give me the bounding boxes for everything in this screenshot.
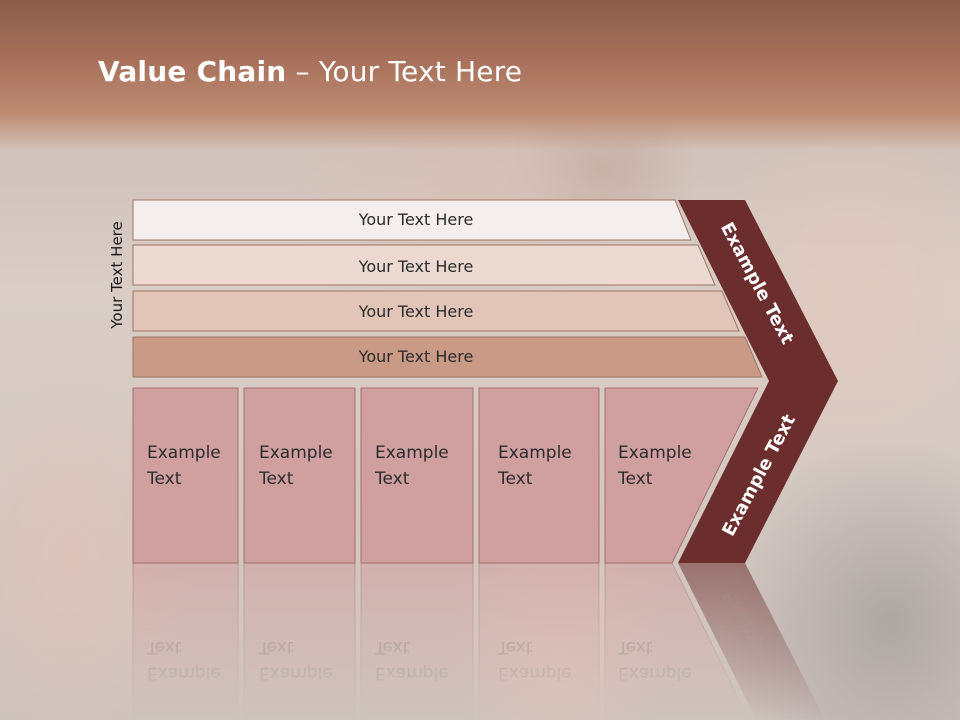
primary-activity-4-box: [478, 387, 600, 564]
support-row-4: Your Text Here: [132, 336, 763, 378]
primary-activity-2-line2: Text: [258, 469, 294, 489]
primary-activity-4: Example Text: [478, 387, 600, 564]
primary-activity-5-line1: Example: [618, 443, 692, 463]
support-row-1-shape: [132, 199, 692, 241]
reflection-text-5b: Text: [617, 637, 653, 657]
primary-activity-5-line2: Text: [617, 469, 653, 489]
support-row-2-shape: [132, 244, 716, 286]
reflection-text-2a: Example: [259, 663, 333, 683]
reflection-text-1a: Example: [147, 663, 221, 683]
reflection-text-4b: Text: [497, 637, 533, 657]
primary-activities: Example Text Example Text Example Text E…: [132, 387, 759, 564]
support-row-4-label: Your Text Here: [358, 347, 474, 366]
reflection-chevron: [678, 563, 826, 720]
support-rows: Your Text Here Your Text Here Your Text …: [132, 199, 763, 378]
reflection-box-4: [478, 562, 600, 720]
reflection: Example Text Example Text Example Text E…: [132, 562, 826, 720]
primary-activity-1: Example Text: [132, 387, 239, 564]
primary-activity-1-line1: Example: [147, 443, 221, 463]
slide-title: Value Chain – Your Text Here: [98, 55, 522, 88]
reflection-text-4a: Example: [498, 663, 572, 683]
reflection-box-5: [604, 562, 750, 720]
primary-activity-3-line2: Text: [374, 469, 410, 489]
primary-activity-3-line1: Example: [375, 443, 449, 463]
primary-activity-4-line1: Example: [498, 443, 572, 463]
reflection-text-2b: Text: [258, 637, 294, 657]
title-band: [0, 0, 960, 150]
reflection-box-2: [243, 562, 356, 720]
support-row-4-shape: [132, 336, 763, 378]
reflection-text-3b: Text: [374, 637, 410, 657]
reflection-text-1b: Text: [146, 637, 182, 657]
support-row-1: Your Text Here: [132, 199, 692, 241]
support-row-3-label: Your Text Here: [358, 302, 474, 321]
primary-activity-4-line2: Text: [497, 469, 533, 489]
margin-chevron-shape: [678, 200, 838, 563]
primary-activity-2: Example Text: [243, 387, 356, 564]
reflection-box-3: [360, 562, 474, 720]
title-rest: – Your Text Here: [286, 55, 523, 88]
support-row-1-label: Your Text Here: [358, 210, 474, 229]
support-row-3-shape: [132, 290, 740, 332]
reflection-text-3a: Example: [375, 663, 449, 683]
primary-activity-1-line2: Text: [146, 469, 182, 489]
support-row-2: Your Text Here: [132, 244, 716, 286]
title-bold: Value Chain: [98, 55, 287, 88]
primary-activity-1-box: [132, 387, 239, 564]
primary-activity-3-box: [360, 387, 474, 564]
reflection-text-5a: Example: [618, 663, 692, 683]
primary-activity-5: Example Text: [604, 387, 759, 564]
support-row-3: Your Text Here: [132, 290, 740, 332]
primary-activity-2-line1: Example: [259, 443, 333, 463]
primary-activity-3: Example Text: [360, 387, 474, 564]
primary-activity-2-box: [243, 387, 356, 564]
reflection-box-1: [132, 562, 239, 720]
support-row-2-label: Your Text Here: [358, 257, 474, 276]
